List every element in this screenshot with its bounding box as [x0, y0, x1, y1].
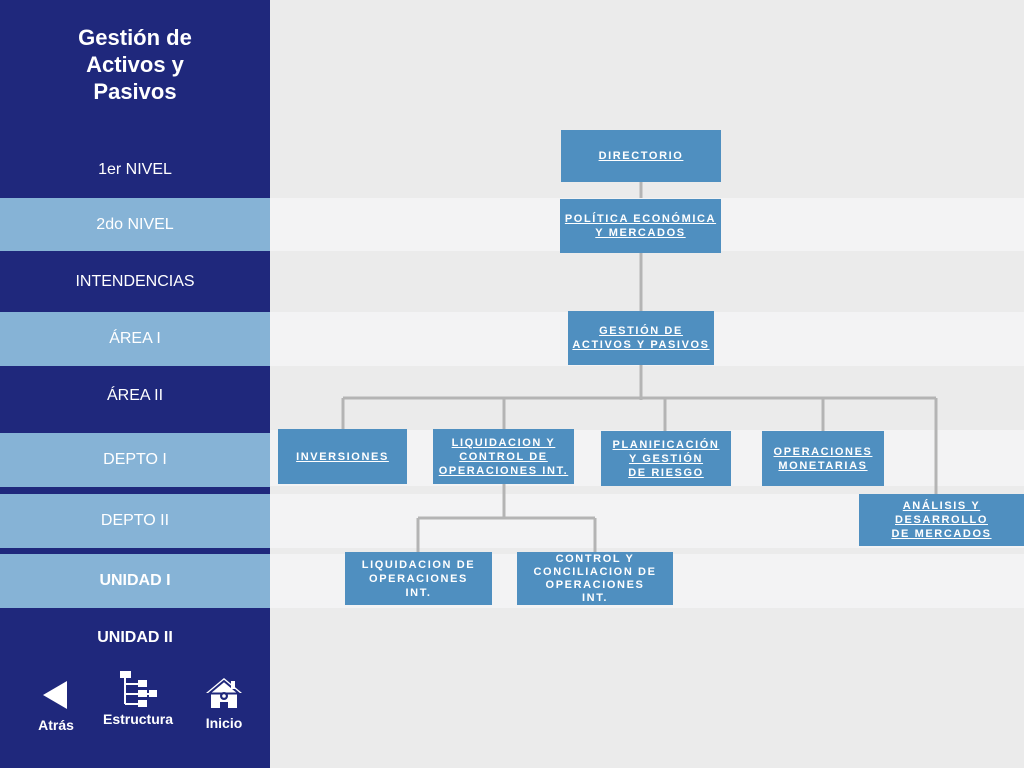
box-politica-economica[interactable]: POLÍTICA ECONÓMICA Y MERCADOS — [560, 199, 721, 253]
box-liquidacion-control[interactable]: LIQUIDACION Y CONTROL DE OPERACIONES INT… — [433, 429, 574, 484]
level-area-i[interactable]: ÁREA I — [0, 312, 270, 366]
structure-label: Estructura — [102, 711, 174, 727]
box-analisis-desarrollo[interactable]: ANÁLISIS Y DESARROLLO DE MERCADOS — [859, 494, 1024, 546]
home-label: Inicio — [205, 715, 243, 731]
box-inversiones[interactable]: INVERSIONES — [278, 429, 407, 484]
box-gestion-activos-pasivos[interactable]: GESTIÓN DE ACTIVOS Y PASIVOS — [568, 311, 714, 365]
level-unidad-i[interactable]: UNIDAD I — [0, 554, 270, 608]
box-directorio[interactable]: DIRECTORIO — [561, 130, 721, 182]
box-control-conciliacion[interactable]: CONTROL Y CONCILIACION DE OPERACIONES IN… — [517, 552, 673, 605]
level-1er-nivel[interactable]: 1er NIVEL — [98, 161, 172, 178]
home-button[interactable]: Inicio — [198, 676, 250, 731]
sidebar-title: Gestión de Activos y Pasivos — [78, 25, 192, 104]
back-label: Atrás — [38, 717, 74, 733]
box-operaciones-monetarias[interactable]: OPERACIONES MONETARIAS — [762, 431, 884, 486]
level-unidad-ii[interactable]: UNIDAD II — [97, 629, 173, 646]
level-intendencias[interactable]: INTENDENCIAS — [75, 272, 195, 290]
home-icon — [206, 678, 242, 708]
org-structure-icon — [120, 671, 157, 707]
level-depto-i[interactable]: DEPTO I — [0, 433, 270, 487]
back-arrow-icon — [43, 681, 67, 709]
structure-button[interactable]: Estructura — [98, 670, 178, 727]
back-button[interactable]: Atrás — [28, 680, 84, 733]
level-area-ii[interactable]: ÁREA II — [106, 387, 164, 404]
box-planificacion-riesgo[interactable]: PLANIFICACIÓN Y GESTIÓN DE RIESGO — [601, 431, 731, 486]
box-liquidacion-operaciones[interactable]: LIQUIDACION DE OPERACIONES INT. — [345, 552, 492, 605]
sidebar: Gestión de Activos y Pasivos 1er NIVEL 2… — [0, 0, 270, 768]
level-2do-nivel[interactable]: 2do NIVEL — [0, 198, 270, 251]
level-depto-ii[interactable]: DEPTO II — [0, 494, 270, 548]
